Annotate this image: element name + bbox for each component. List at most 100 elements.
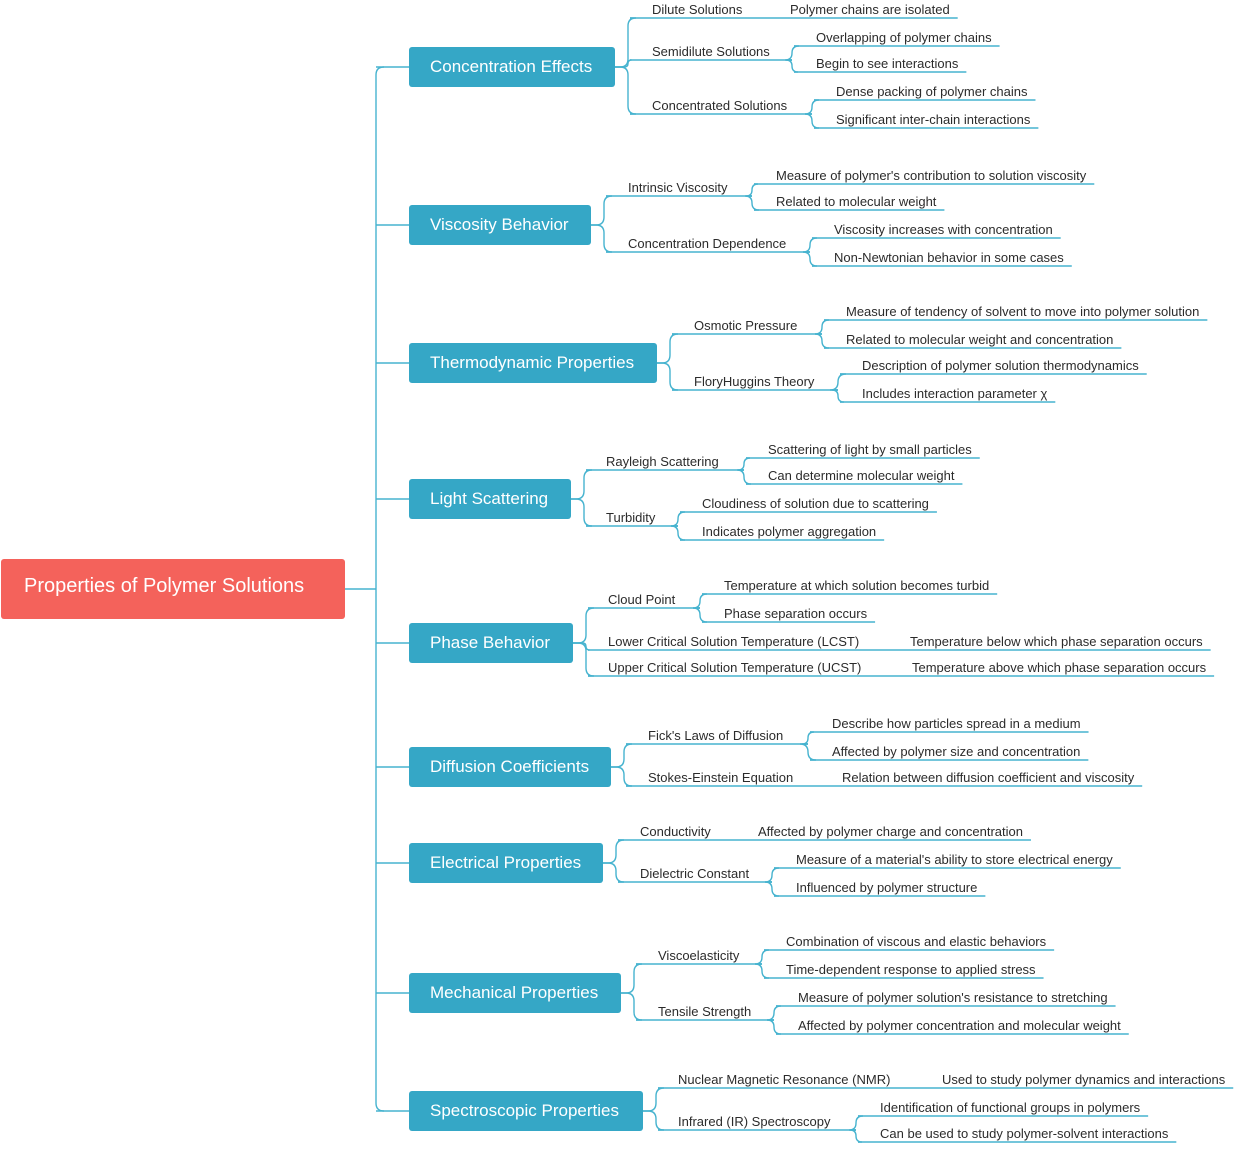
connector	[785, 59, 799, 73]
branch-concentration-effects[interactable]: Concentration Effects	[409, 47, 615, 87]
leaf-overlapping-of-polymer-chains[interactable]: Overlapping of polymer chains	[816, 30, 992, 45]
sub-concentration-dependence[interactable]: Concentration Dependence	[628, 236, 787, 251]
branch-label: Thermodynamic Properties	[430, 353, 635, 372]
sub-turbidity[interactable]: Turbidity	[606, 510, 656, 525]
leaf-includes-interaction-parameter[interactable]: Includes interaction parameter χ	[862, 386, 1048, 401]
leaf-can-be-used-to-study-polymer-solvent-int[interactable]: Can be used to study polymer-solvent int…	[880, 1126, 1169, 1141]
sub-stokes-einstein-equation[interactable]: Stokes-Einstein Equation	[648, 770, 794, 785]
connector	[745, 183, 759, 197]
branch-light-scattering[interactable]: Light Scattering	[409, 479, 571, 519]
leaf-phase-separation-occurs[interactable]: Phase separation occurs	[724, 606, 868, 621]
connector	[573, 607, 595, 644]
sub-intrinsic-viscosity[interactable]: Intrinsic Viscosity	[628, 180, 728, 195]
sub-concentrated-solutions[interactable]: Concentrated Solutions	[652, 98, 788, 113]
leaf-relation-between-diffusion-coefficient-a[interactable]: Relation between diffusion coefficient a…	[842, 770, 1135, 785]
connector	[804, 113, 820, 129]
sub-viscoelasticity[interactable]: Viscoelasticity	[658, 948, 740, 963]
leaf-temperature-below-which-phase-separation[interactable]: Temperature below which phase separation…	[910, 634, 1203, 649]
branch-diffusion-coefficients[interactable]: Diffusion Coefficients	[409, 747, 611, 787]
leaf-can-determine-molecular-weight[interactable]: Can determine molecular weight	[768, 468, 955, 483]
sub-tensile-strength[interactable]: Tensile Strength	[658, 1004, 752, 1019]
connector	[621, 992, 643, 1021]
connector	[814, 333, 830, 349]
branch-electrical-properties[interactable]: Electrical Properties	[409, 843, 603, 883]
connector	[670, 525, 686, 541]
leaf-begin-to-see-interactions[interactable]: Begin to see interactions	[816, 56, 959, 71]
leaf-measure-of-polymer-s-contribution-to-sol[interactable]: Measure of polymer's contribution to sol…	[776, 168, 1087, 183]
leaf-polymer-chains-are-isolated[interactable]: Polymer chains are isolated	[790, 2, 950, 17]
leaf-measure-of-tendency-of-solvent-to-move-i[interactable]: Measure of tendency of solvent to move i…	[846, 304, 1200, 319]
leaf-dense-packing-of-polymer-chains[interactable]: Dense packing of polymer chains	[836, 84, 1028, 99]
leaf-temperature-above-which-phase-separation[interactable]: Temperature above which phase separation…	[912, 660, 1207, 675]
connector	[692, 593, 708, 609]
leaf-time-dependent-response-to-applied-stres[interactable]: Time-dependent response to applied stres…	[786, 962, 1036, 977]
sub-semidilute-solutions[interactable]: Semidilute Solutions	[652, 44, 770, 59]
leaf-used-to-study-polymer-dynamics-and-inter[interactable]: Used to study polymer dynamics and inter…	[942, 1072, 1226, 1087]
leaf-indicates-polymer-aggregation[interactable]: Indicates polymer aggregation	[702, 524, 877, 539]
connector	[784, 45, 800, 61]
sub-osmotic-pressure[interactable]: Osmotic Pressure	[694, 318, 798, 333]
branch-phase-behavior[interactable]: Phase Behavior	[409, 623, 573, 663]
branch-label: Viscosity Behavior	[430, 215, 569, 234]
sub-cloud-point[interactable]: Cloud Point	[608, 592, 676, 607]
leaf-combination-of-viscous-and-elastic-behav[interactable]: Combination of viscous and elastic behav…	[786, 934, 1047, 949]
branch-label: Light Scattering	[430, 489, 549, 508]
leaf-describe-how-particles-spread-in-a-mediu[interactable]: Describe how particles spread in a mediu…	[832, 716, 1081, 731]
sub-infrared-ir-spectroscopy[interactable]: Infrared (IR) Spectroscopy	[678, 1114, 831, 1129]
branch-label: Diffusion Coefficients	[430, 757, 590, 776]
sub-rayleigh-scattering[interactable]: Rayleigh Scattering	[606, 454, 719, 469]
sub-fick-s-laws-of-diffusion[interactable]: Fick's Laws of Diffusion	[648, 728, 784, 743]
branch-label: Electrical Properties	[430, 853, 582, 872]
leaf-description-of-polymer-solution-thermody[interactable]: Description of polymer solution thermody…	[862, 358, 1139, 373]
connector	[736, 469, 752, 485]
leaf-related-to-molecular-weight[interactable]: Related to molecular weight	[776, 194, 937, 209]
leaf-affected-by-polymer-size-and-concentrati[interactable]: Affected by polymer size and concentrati…	[832, 744, 1081, 759]
connector	[766, 1019, 782, 1035]
connector	[814, 319, 830, 335]
connector	[754, 949, 770, 965]
leaf-non-newtonian-behavior-in-some-cases[interactable]: Non-Newtonian behavior in some cases	[834, 250, 1064, 265]
branch-mechanical-properties[interactable]: Mechanical Properties	[409, 973, 621, 1013]
connector	[764, 867, 780, 883]
leaf-influenced-by-polymer-structure[interactable]: Influenced by polymer structure	[796, 880, 978, 895]
connector	[571, 498, 593, 527]
sub-conductivity[interactable]: Conductivity	[640, 824, 711, 839]
sub-lower-critical-solution-temperature-lcst[interactable]: Lower Critical Solution Temperature (LCS…	[608, 634, 860, 649]
connector	[611, 766, 633, 787]
leaf-measure-of-a-material-s-ability-to-store[interactable]: Measure of a material's ability to store…	[796, 852, 1113, 867]
branch-viscosity-behavior[interactable]: Viscosity Behavior	[409, 205, 591, 245]
branch-label: Mechanical Properties	[430, 983, 599, 1002]
branch-label: Spectroscopic Properties	[430, 1101, 619, 1120]
connector	[375, 66, 385, 1112]
leaf-affected-by-polymer-charge-and-concentra[interactable]: Affected by polymer charge and concentra…	[758, 824, 1023, 839]
connector	[603, 839, 625, 864]
sub-upper-critical-solution-temperature-ucst[interactable]: Upper Critical Solution Temperature (UCS…	[608, 660, 862, 675]
leaf-temperature-at-which-solution-becomes-tu[interactable]: Temperature at which solution becomes tu…	[724, 578, 990, 593]
leaf-related-to-molecular-weight-and-concentr[interactable]: Related to molecular weight and concentr…	[846, 332, 1114, 347]
leaf-viscosity-increases-with-concentration[interactable]: Viscosity increases with concentration	[834, 222, 1053, 237]
root-label: Properties of Polymer Solutions	[24, 575, 305, 597]
leaf-scattering-of-light-by-small-particles[interactable]: Scattering of light by small particles	[768, 442, 972, 457]
connector	[829, 373, 847, 391]
sub-dilute-solutions[interactable]: Dilute Solutions	[652, 2, 743, 17]
sub-floryhuggins-theory[interactable]: FloryHuggins Theory	[694, 374, 815, 389]
leaf-measure-of-polymer-solution-s-resistance[interactable]: Measure of polymer solution's resistance…	[798, 990, 1108, 1005]
root-node[interactable]: Properties of Polymer Solutions	[1, 559, 345, 619]
connector	[611, 743, 633, 768]
sub-dielectric-constant[interactable]: Dielectric Constant	[640, 866, 750, 881]
branch-spectroscopic-properties[interactable]: Spectroscopic Properties	[409, 1091, 643, 1131]
connector	[621, 963, 643, 994]
leaf-significant-inter-chain-interactions[interactable]: Significant inter-chain interactions	[836, 112, 1031, 127]
branch-label: Phase Behavior	[430, 633, 551, 652]
branch-thermodynamic-properties[interactable]: Thermodynamic Properties	[409, 343, 657, 383]
connector	[744, 195, 760, 211]
connector	[754, 963, 770, 979]
sub-nuclear-magnetic-resonance-nmr[interactable]: Nuclear Magnetic Resonance (NMR)	[678, 1072, 891, 1087]
leaf-affected-by-polymer-concentration-and-mo[interactable]: Affected by polymer concentration and mo…	[798, 1018, 1121, 1033]
connector	[849, 1129, 863, 1143]
connector	[573, 642, 595, 677]
leaf-identification-of-functional-groups-in-p[interactable]: Identification of functional groups in p…	[880, 1100, 1141, 1115]
leaf-cloudiness-of-solution-due-to-scattering[interactable]: Cloudiness of solution due to scattering	[702, 496, 929, 511]
